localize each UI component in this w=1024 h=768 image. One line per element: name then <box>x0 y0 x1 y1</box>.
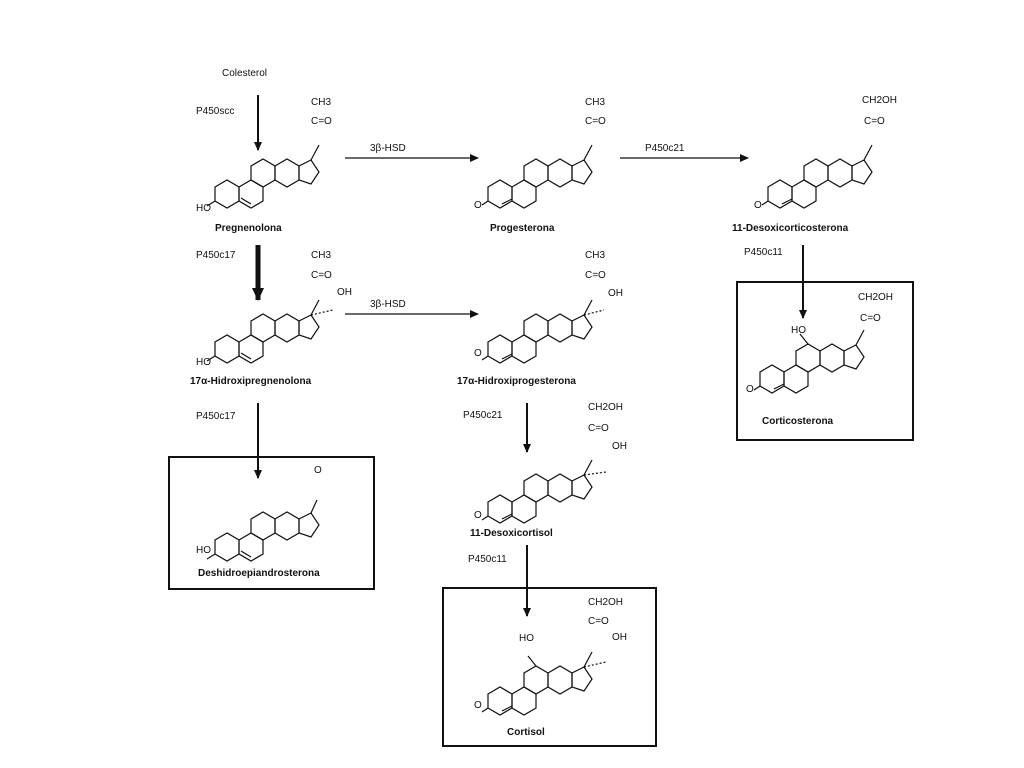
compound-name-progesterone: Progesterona <box>490 223 555 234</box>
dhea-structure <box>206 499 320 562</box>
compound-name-pregnenolone: Pregnenolona <box>215 223 282 234</box>
group-oh-hydroxyprogesterone: OH <box>608 288 623 299</box>
corticosterone-box <box>736 281 914 441</box>
enzyme-label-c21-top: P450c21 <box>645 143 685 154</box>
group-ho-hydroxypregnenolone: HO <box>196 357 211 368</box>
group-ho-pregnenolone: HO <box>196 203 211 214</box>
group-ho-corticosterone: HO <box>791 325 806 336</box>
group-co-desoxycortisol: C=O <box>588 423 609 434</box>
group-o-cortisol: O <box>474 700 482 711</box>
corticosterone-structure <box>753 329 865 394</box>
compound-name-dhea: Deshidroepiandrosterona <box>198 568 320 579</box>
group-o-desoxycorticosterone: O <box>754 200 762 211</box>
group-ch2oh-cortisol: CH2OH <box>588 597 624 608</box>
group-o-dhea: O <box>314 465 322 476</box>
group-ch3-hydroxyprogesterone: CH3 <box>585 250 606 261</box>
enzyme-label-3bhsd-top: 3β-HSD <box>370 143 406 154</box>
group-ch2oh-desoxycorticosterone: CH2OH <box>862 95 898 106</box>
cholesterol-label: Colesterol <box>222 68 268 79</box>
enzyme-label-c17-bottom: P450c17 <box>196 411 236 422</box>
group-o-corticosterone: O <box>746 384 754 395</box>
group-co-cortisol: C=O <box>588 616 609 627</box>
desoxycorticosterone-structure <box>761 144 873 209</box>
group-o-desoxycortisol: O <box>474 510 482 521</box>
group-ch3-hydroxypregnenolone: CH3 <box>311 250 332 261</box>
group-co-hydroxyprogesterone: C=O <box>585 270 606 281</box>
dhea-box <box>168 456 375 590</box>
group-co-desoxycorticosterone: C=O <box>864 116 885 127</box>
enzyme-label-c17-top: P450c17 <box>196 250 236 261</box>
compound-name-hydroxypregnenolone: 17α-Hidroxipregnenolona <box>190 376 312 387</box>
compound-name-desoxycortisol: 11-Desoxicortisol <box>470 528 553 539</box>
cortisol-structure <box>481 651 607 716</box>
group-co-pregnenolone: C=O <box>311 116 332 127</box>
compound-name-hydroxyprogesterone: 17α-Hidroxiprogesterona <box>457 376 576 387</box>
hydroxyprogesterone-structure <box>481 299 605 364</box>
enzyme-label-scc: P450scc <box>196 106 235 117</box>
desoxycortisol-structure <box>481 459 607 524</box>
group-ch2oh-desoxycortisol: CH2OH <box>588 402 624 413</box>
cortisol-box <box>442 587 657 747</box>
enzyme-label-c21-bottom: P450c21 <box>463 410 503 421</box>
progesterone-structure <box>481 144 593 209</box>
group-ch3-progesterone: CH3 <box>585 97 606 108</box>
group-o-progesterone: O <box>474 200 482 211</box>
enzyme-label-c11-bottom: P450c11 <box>468 554 507 565</box>
group-ch3-pregnenolone: CH3 <box>311 97 332 108</box>
compound-name-corticosterone: Corticosterona <box>762 416 834 427</box>
group-o-hydroxyprogesterone: O <box>474 348 482 359</box>
enzyme-label-c11-right: P450c11 <box>744 247 783 258</box>
hydroxypregnenolone-structure <box>206 299 334 364</box>
group-co-corticosterone: C=O <box>860 313 881 324</box>
group-ch2oh-corticosterone: CH2OH <box>858 292 894 303</box>
enzyme-label-3bhsd-middle: 3β-HSD <box>370 299 406 310</box>
group-co-progesterone: C=O <box>585 116 606 127</box>
compound-name-cortisol: Cortisol <box>507 727 545 738</box>
group-oh-hydroxypregnenolone: OH <box>337 287 352 298</box>
group-ho-dhea: HO <box>196 545 211 556</box>
group-oh-cortisol: OH <box>612 632 627 643</box>
compound-name-desoxycorticosterone: 11-Desoxicorticosterona <box>732 223 849 234</box>
pregnenolone-structure <box>206 144 320 209</box>
group-oh-desoxycortisol: OH <box>612 441 627 452</box>
group-ho-cortisol: HO <box>519 633 534 644</box>
group-co-hydroxypregnenolone: C=O <box>311 270 332 281</box>
